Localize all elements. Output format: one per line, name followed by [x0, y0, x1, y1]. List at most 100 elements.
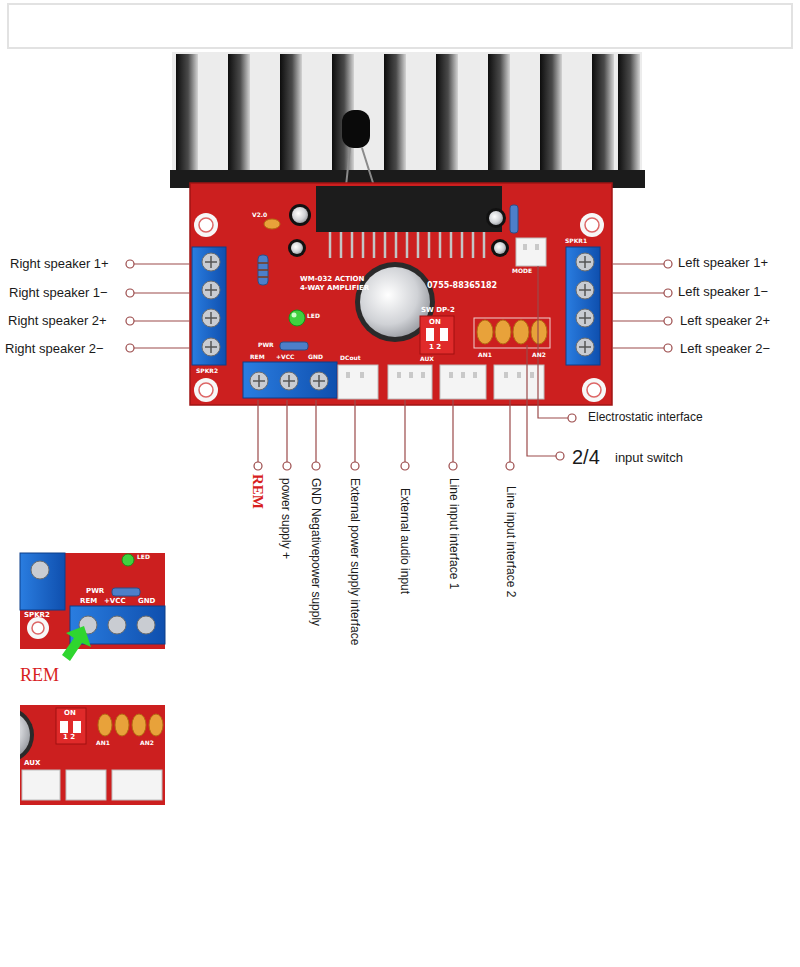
capacitor-top [20, 711, 30, 759]
ic-pins [330, 232, 484, 258]
led [289, 310, 305, 326]
pin-callout: External audio input [399, 488, 411, 594]
inset-power-terminal [20, 553, 165, 661]
callout-label: Right speaker 2+ [8, 314, 107, 327]
ceramic-capacitor [264, 219, 280, 229]
leader-end [664, 344, 672, 352]
leader-line [527, 345, 556, 456]
silkscreen-label: SW DP-2 [421, 307, 455, 314]
terminal-screw [108, 616, 126, 634]
dip-lever [426, 328, 434, 341]
top-frame [8, 4, 792, 48]
silkscreen-label: LED [307, 313, 320, 319]
mounting-hole [194, 213, 218, 237]
silkscreen-label: +VCC [104, 598, 126, 605]
mounting-holes [194, 213, 606, 402]
heatsink-fin [228, 54, 250, 178]
ceramic-capacitor [513, 320, 529, 344]
silkscreen-label: 4-WAY AMPLIFIER [300, 285, 369, 292]
small-capacitor [489, 211, 503, 225]
leader-lines [126, 260, 672, 470]
resistor-symbol [258, 255, 268, 285]
ceramic-capacitor [115, 714, 129, 736]
black-component [342, 110, 370, 148]
amplifier-board [190, 183, 612, 405]
heatsink-fin [176, 54, 198, 178]
ceramic-capacitor [132, 714, 146, 736]
silkscreen-label: AUX [24, 760, 40, 767]
inset-pcb [20, 705, 165, 805]
ceramic-capacitor [531, 320, 547, 344]
terminal-screw [137, 616, 155, 634]
terminal-block [566, 247, 600, 365]
silkscreen-label: WM-032 ACTION [300, 276, 364, 283]
pin-callout: Line input interface 1 [448, 478, 460, 589]
ceramic-capacitor [495, 320, 511, 344]
small-capacitor [289, 204, 311, 226]
silkscreen-label: GND [308, 354, 323, 360]
mounting-hole [32, 622, 44, 634]
electrolytic-capacitor [20, 707, 34, 763]
silkscreen-label: REM [80, 598, 97, 605]
dip-switch [56, 708, 86, 744]
mounting-hole [27, 617, 49, 639]
jst-connector [112, 770, 162, 800]
silkscreen-label: +VCC [276, 354, 294, 360]
leader-end [351, 462, 359, 470]
leader-end [283, 462, 291, 470]
inset-caption: REM [20, 666, 59, 684]
dip-lever [73, 721, 81, 733]
small-capacitor [288, 239, 306, 257]
ceramic-capacitor [98, 714, 112, 736]
jst-connector [494, 365, 544, 399]
leader-end [401, 462, 409, 470]
heatsink-fin [436, 54, 458, 178]
leader-end [664, 289, 672, 297]
pcb [190, 183, 612, 405]
connector-pins [346, 244, 539, 378]
callout-label: Left speaker 2− [680, 342, 770, 355]
mounting-hole [199, 383, 213, 397]
leader-end [254, 462, 262, 470]
small-capacitor [291, 242, 303, 254]
silkscreen-label: PWR [86, 588, 104, 595]
callout-label: Right speaker 1− [9, 286, 108, 299]
callout-label: Left speaker 2+ [680, 314, 770, 327]
ceramic-capacitor [149, 714, 163, 736]
silkscreen-label: SPKR2 [196, 368, 218, 374]
leader-end [126, 344, 134, 352]
leader-line [258, 400, 510, 462]
heatsink-fin [384, 54, 406, 178]
jst-connector [22, 770, 60, 800]
led [122, 554, 134, 566]
ceramic-capacitor [477, 320, 493, 344]
silkscreen-label: AN2 [532, 352, 546, 358]
small-capacitor [292, 207, 308, 223]
terminal-block [243, 362, 337, 398]
callout-label: Left speaker 1− [678, 285, 768, 298]
callout-label: Right speaker 2− [5, 342, 104, 355]
terminal-screw [31, 561, 49, 579]
callout-label: Left speaker 1+ [678, 256, 768, 269]
resistor-symbol [510, 205, 518, 233]
small-capacitor [491, 239, 509, 257]
callout-label: input switch [615, 451, 683, 464]
inset-input-switch [20, 705, 165, 805]
speaker-terminal-right [192, 247, 226, 365]
silkscreen-label: REM [250, 354, 265, 360]
silkscreen-label: 1 2 [429, 344, 441, 351]
silkscreen-label: PWR [258, 342, 274, 348]
heatsink [170, 52, 645, 188]
silkscreen-label: DCout [340, 355, 361, 361]
silkscreen-label: SPKR2 [24, 612, 50, 619]
pin-callout: Line input interface 2 [505, 486, 517, 597]
mounting-hole [580, 213, 604, 237]
terminal-block [20, 553, 65, 610]
jst-connector [66, 770, 106, 800]
leader-end [664, 317, 672, 325]
heatsink-fin [280, 54, 302, 178]
leader-line [134, 264, 190, 348]
silkscreen-label: 1 2 [63, 734, 75, 741]
leader-line [538, 266, 568, 418]
